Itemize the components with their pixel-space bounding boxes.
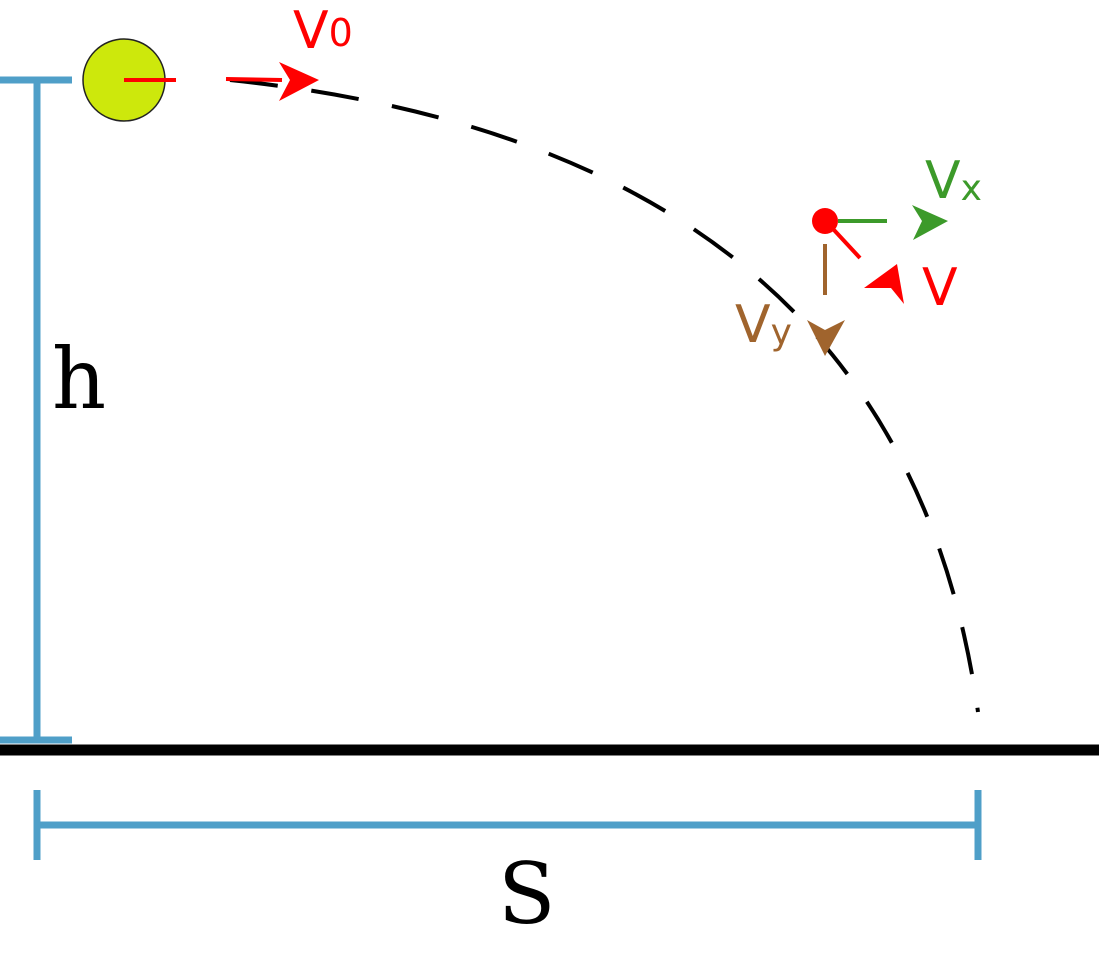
label-s: S	[498, 845, 556, 943]
label-v: V	[922, 258, 958, 318]
trajectory-path	[229, 78, 980, 713]
v0-arrow-shaft	[225, 77, 283, 82]
v0-arrowhead	[279, 62, 319, 101]
vx-arrowhead	[912, 205, 948, 240]
height-dimension	[0, 76, 72, 744]
v-arrow-shaft	[832, 228, 862, 260]
label-v0: V0	[293, 1, 353, 61]
label-vx: Vx	[925, 151, 982, 211]
label-vy: Vy	[735, 295, 792, 355]
point-mass-icon	[812, 208, 838, 234]
vy-arrowhead	[807, 320, 845, 356]
v-arrowhead	[864, 264, 904, 304]
label-h: h	[52, 330, 106, 428]
distance-dimension	[33, 790, 982, 860]
